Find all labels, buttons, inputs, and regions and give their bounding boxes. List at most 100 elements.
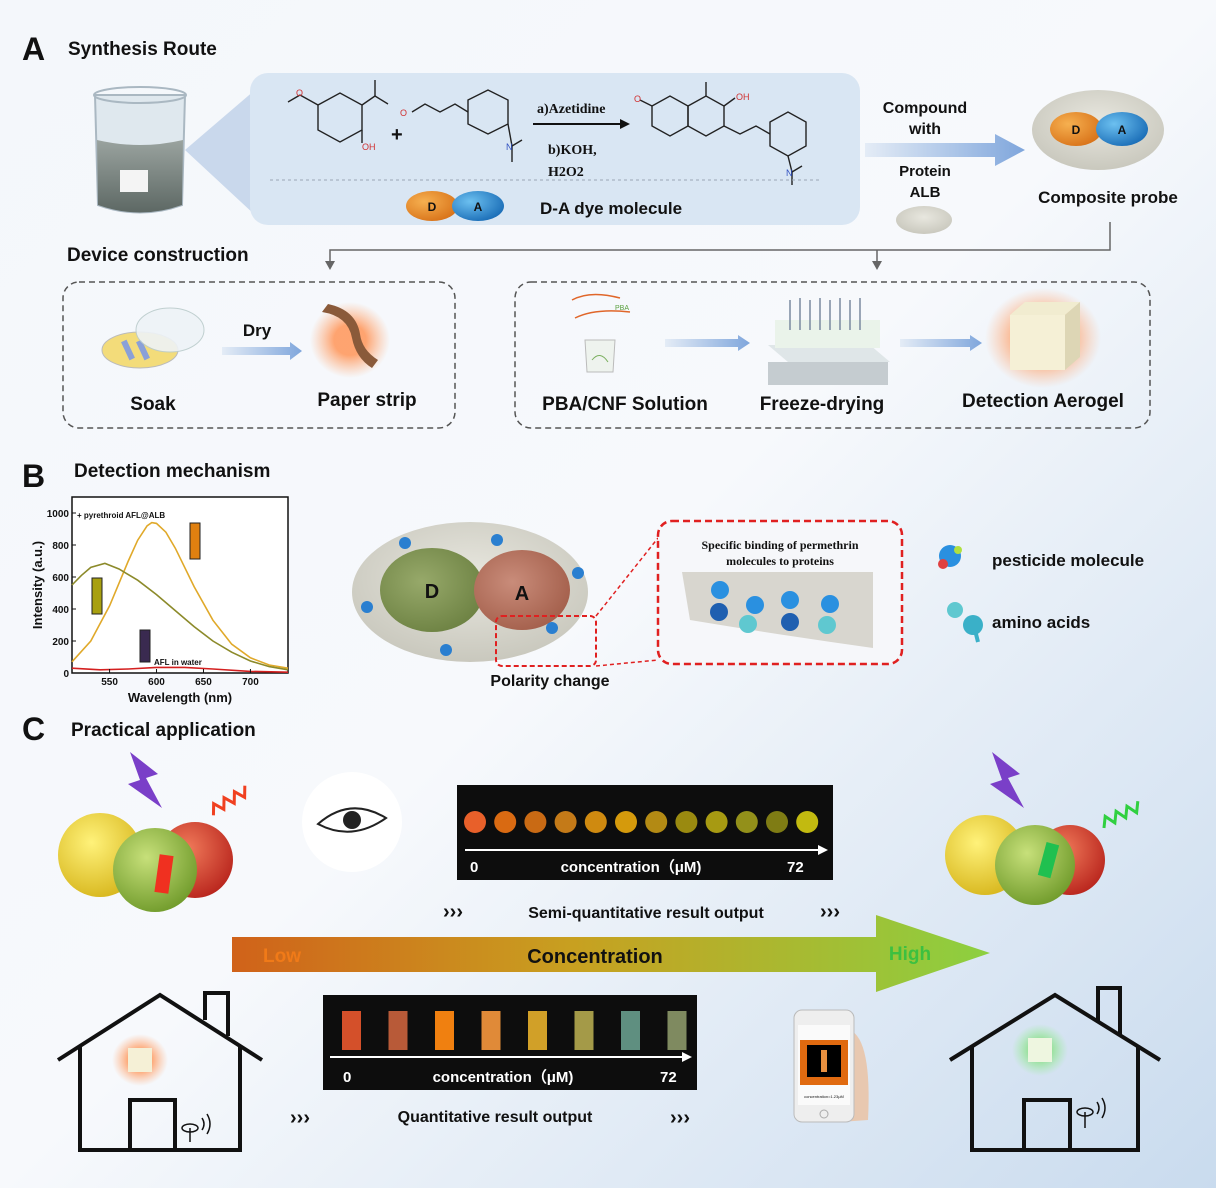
x-tick-label: 600 — [148, 677, 165, 688]
wifi-sensor-icon — [1076, 1097, 1106, 1128]
color-block — [621, 1011, 640, 1050]
strip-label: concentration（μM) — [561, 858, 702, 876]
pesticide-molecule-icons — [361, 534, 584, 656]
atom-label: O — [400, 108, 407, 118]
acceptor-label: A — [474, 200, 483, 214]
acceptor-ellipse — [474, 550, 570, 630]
strip-max: 72 — [787, 859, 804, 876]
zoom-cone — [185, 90, 255, 215]
compound-label: Compound — [883, 100, 967, 117]
phone-readout: concentration=1.23μM — [804, 1094, 844, 1099]
aerogel-cube-icon — [1010, 302, 1080, 370]
house-right-icon — [948, 986, 1162, 1152]
zoom-lines — [595, 537, 659, 667]
semi-quant-color-strip — [457, 785, 833, 880]
color-block — [574, 1011, 594, 1050]
green-emission-wave-icon — [1102, 801, 1140, 829]
semi-quant-label: Semi-quantitative result output — [528, 905, 764, 922]
panel-letter-a: A — [22, 31, 45, 67]
aerogel-label: Detection Aerogel — [962, 391, 1124, 412]
atom-label: N — [506, 142, 513, 152]
atom-label: OH — [362, 142, 376, 152]
y-tick-label: 0 — [63, 669, 69, 680]
aerogel-cube-icon — [128, 1048, 152, 1072]
reactant-2-structure — [411, 89, 523, 162]
uv-lightning-icon — [990, 752, 1024, 808]
color-dot — [494, 811, 517, 833]
compound-arrow — [865, 134, 1025, 166]
panel-a: A Synthesis Route O OH + O N a)Az — [22, 31, 1178, 429]
binding-title-1: Specific binding of permethrin — [701, 538, 858, 552]
panel-letter-c: C — [22, 711, 45, 747]
binding-title-2: molecules to proteins — [726, 554, 834, 568]
donor-ellipse — [406, 191, 458, 221]
color-block — [388, 1011, 408, 1050]
atom-label: O — [296, 88, 303, 98]
amino-acid-icon — [947, 602, 983, 643]
aerogel-box — [514, 281, 1151, 429]
color-dot — [615, 811, 637, 833]
pba-cnf-beaker-icon: PBA — [571, 293, 631, 373]
panel-b-title: Detection mechanism — [74, 461, 270, 482]
series-line-0 — [71, 521, 289, 669]
y-axis-label: Intensity (a.u.) — [30, 541, 45, 629]
donor-label: D — [428, 200, 437, 214]
color-dot — [524, 811, 547, 833]
concentration-label: Concentration — [527, 946, 663, 968]
connector-lines — [329, 222, 1111, 262]
beaker-icon — [93, 86, 187, 214]
red-emission-wave-icon — [211, 785, 247, 816]
soak-label: Soak — [130, 394, 176, 415]
protein-label: Protein — [899, 163, 951, 180]
donor-label: D — [425, 581, 439, 603]
annotation-afl-water: AFL in water — [154, 658, 202, 667]
color-dot — [766, 811, 788, 833]
synthesis-panel — [250, 73, 860, 225]
chevrons: ››› — [670, 1107, 690, 1129]
donor-label: D — [1072, 123, 1081, 137]
reagent-b: b)KOH, — [548, 143, 597, 158]
polarity-label: Polarity change — [490, 673, 609, 690]
y-tick-label: 800 — [52, 541, 69, 552]
legend-amino: amino acids — [992, 613, 1090, 632]
apples-left — [58, 813, 233, 912]
x-tick-label: 650 — [195, 677, 212, 688]
zoom-region-box — [495, 615, 597, 667]
apples-right — [945, 815, 1105, 905]
dye-label: D-A dye molecule — [540, 199, 682, 218]
arrow — [900, 335, 982, 351]
x-tick-label: 550 — [101, 677, 118, 688]
solution-label: PBA/CNF Solution — [542, 394, 708, 415]
house-left-icon — [56, 991, 264, 1152]
pesticide-molecule-icon — [938, 545, 962, 569]
strip-min: 0 — [470, 859, 478, 876]
color-block — [667, 1011, 687, 1050]
color-block — [342, 1011, 361, 1050]
atom-label: OH — [736, 92, 750, 102]
compound-label-2: with — [908, 121, 941, 138]
bound-molecules — [710, 581, 839, 634]
chevrons: ››› — [820, 901, 840, 923]
device-construction-label: Device construction — [67, 245, 249, 266]
color-dot — [675, 811, 698, 833]
color-dot — [796, 811, 819, 833]
protein-ellipse — [896, 206, 952, 234]
strip-max: 72 — [660, 1069, 677, 1086]
y-tick-label: 1000 — [47, 509, 70, 520]
smartphone-icon: concentration=1.23μM — [793, 1009, 869, 1123]
wifi-sensor-icon — [181, 1113, 211, 1142]
acceptor-ellipse — [452, 191, 504, 221]
strip-min: 0 — [343, 1069, 351, 1086]
color-dot — [735, 811, 758, 833]
low-label: Low — [263, 946, 301, 967]
concentration-arrow — [232, 915, 990, 992]
petri-dish-icon — [101, 307, 205, 369]
annotation-afl-alb: + pyrethroid AFL@ALB — [77, 511, 165, 520]
dry-label: Dry — [243, 321, 272, 340]
vial-yellow — [91, 577, 103, 615]
atom-label: O — [634, 94, 641, 104]
x-tick-label: 700 — [242, 677, 259, 688]
chevrons: ››› — [290, 1107, 310, 1129]
